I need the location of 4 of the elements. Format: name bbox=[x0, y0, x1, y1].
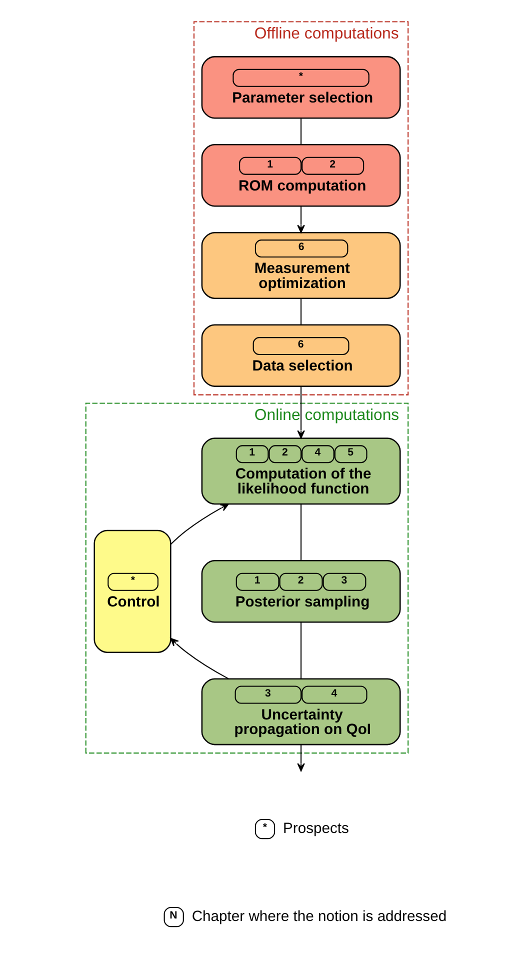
label: * bbox=[262, 821, 268, 834]
label: N bbox=[170, 909, 178, 922]
legend-label: Prospects bbox=[283, 820, 349, 836]
legend-label: Chapter where the notion is addressed bbox=[192, 908, 447, 924]
